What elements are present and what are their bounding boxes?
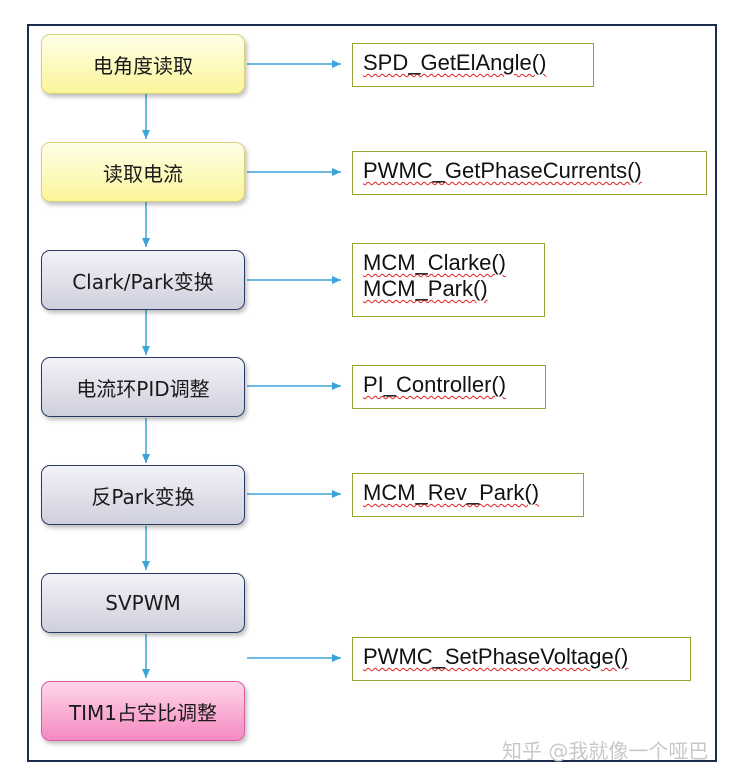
func-box-clarke-park: MCM_Clarke() MCM_Park(): [352, 243, 545, 317]
func-name: PWMC_GetPhaseCurrents(): [363, 158, 642, 183]
func-name: MCM_Clarke(): [363, 250, 506, 275]
func-name: MCM_Park(): [363, 276, 488, 301]
step-inverse-park: 反Park变换: [41, 465, 245, 525]
step-current-read: 读取电流: [41, 142, 245, 202]
func-box-pi: PI_Controller(): [352, 365, 546, 409]
func-name: MCM_Rev_Park(): [363, 480, 540, 505]
func-name: SPD_GetElAngle(): [363, 50, 547, 75]
step-tim1-duty: TIM1占空比调整: [41, 681, 245, 741]
func-box-angle: SPD_GetElAngle(): [352, 43, 594, 87]
func-box-rev-park: MCM_Rev_Park(): [352, 473, 584, 517]
func-name: PWMC_SetPhaseVoltage(): [363, 644, 629, 669]
func-name: PI_Controller(): [363, 372, 507, 397]
func-box-set-voltage: PWMC_SetPhaseVoltage(): [352, 637, 691, 681]
func-box-currents: PWMC_GetPhaseCurrents(): [352, 151, 707, 195]
step-clark-park: Clark/Park变换: [41, 250, 245, 310]
step-current-pid: 电流环PID调整: [41, 357, 245, 417]
step-angle-read: 电角度读取: [41, 34, 245, 94]
watermark: 知乎 @我就像一个哑巴: [502, 739, 709, 763]
step-svpwm: SVPWM: [41, 573, 245, 633]
